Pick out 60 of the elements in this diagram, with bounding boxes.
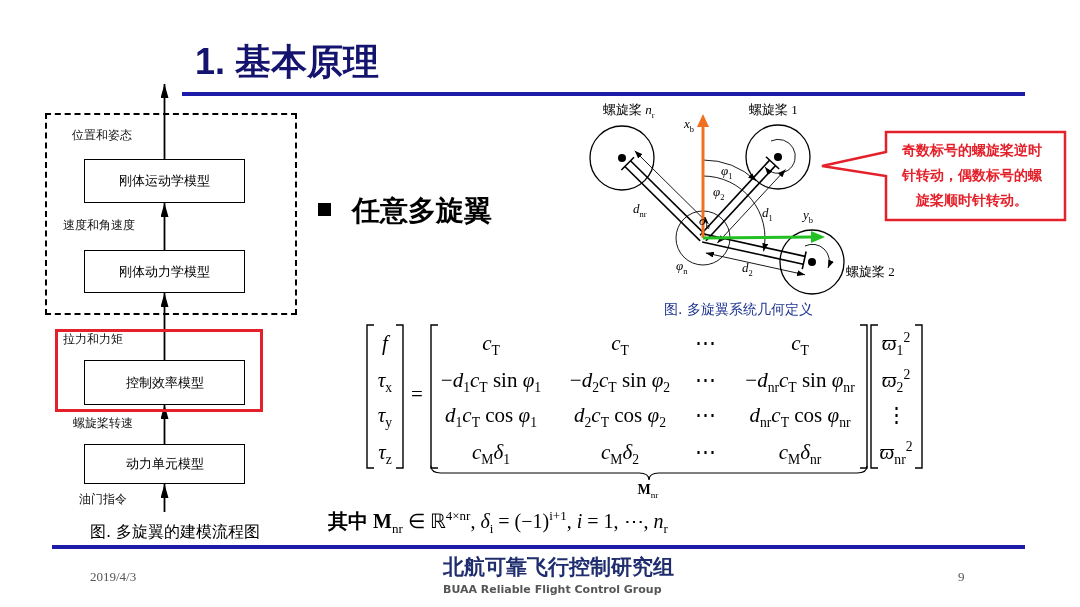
matrix-entry: −d$_{1}$c$_{T}$ sin φ$_{1}$ xyxy=(440,367,542,393)
matrix-entry: d$_{2}$c$_{T}$ cos φ$_{2}$ xyxy=(574,402,666,428)
axis-label: y$_{b}$ xyxy=(803,207,813,223)
matrix-entry: c$_{M}$δ$_{1}$ xyxy=(471,439,511,465)
equation-note: 其中 M$_{nr}$ ∈ ℝ$^{4×nr}$, δ$_{i}$ = (−1)$^{i+1}$, i = 1, ⋯, n$_{r}$ xyxy=(328,508,668,535)
signal-label: 速度和角速度 xyxy=(63,217,135,234)
vector-entry: ⋮ xyxy=(885,402,907,428)
figure-caption: 图. 多旋翼系统几何定义 xyxy=(664,301,813,319)
process-box: 控制效率模型 xyxy=(84,360,245,405)
process-box: 刚体动力学模型 xyxy=(84,250,245,293)
highlight-frame xyxy=(55,329,263,412)
matrix-entry: ⋯ xyxy=(694,330,716,356)
angle-label: φ$_{n}$ xyxy=(676,258,688,274)
arrow xyxy=(160,202,169,251)
vector-entry: f xyxy=(382,330,388,356)
arrow xyxy=(160,404,169,445)
slide-title: 1. 基本原理 xyxy=(195,40,380,84)
matrix-entry: c$_{T}$ xyxy=(611,330,629,356)
vector-entry: τ$_{x}$ xyxy=(377,367,393,393)
matrix-entry: c$_{M}$δ$_{nr}$ xyxy=(778,439,822,465)
vector-entry: τ$_{y}$ xyxy=(377,402,393,428)
distance-label: d$_{2}$ xyxy=(742,260,753,276)
matrix-entry: d$_{1}$c$_{T}$ cos φ$_{1}$ xyxy=(445,402,537,428)
matrix-entry: c$_{T}$ xyxy=(482,330,500,356)
propeller-label: 螺旋桨 n$_{r}$ xyxy=(603,101,655,119)
process-box: 刚体运动学模型 xyxy=(84,159,245,203)
signal-label: 油门指令 xyxy=(79,491,127,508)
axis-label: x$_{b}$ xyxy=(684,116,694,132)
equals-sign: = xyxy=(411,381,423,407)
vector-entry: τ$_{z}$ xyxy=(378,439,392,465)
dashed-frame xyxy=(45,113,297,315)
brace-label: M$_{nr}$ xyxy=(637,481,659,499)
slide-date: 2019/4/3 xyxy=(90,569,137,585)
section-heading: 任意多旋翼 xyxy=(352,194,492,228)
angle-label: φ$_{2}$ xyxy=(713,184,725,200)
matrix-entry: ⋯ xyxy=(694,402,716,428)
group-name: 北航可靠飞行控制研究组 xyxy=(443,554,674,581)
arrow xyxy=(160,83,169,160)
distance-label: d$_{1}$ xyxy=(762,205,773,221)
matrix-entry: c$_{M}$δ$_{2}$ xyxy=(600,439,640,465)
propeller-label: 螺旋桨 1 xyxy=(749,101,798,119)
page-number: 9 xyxy=(958,569,965,585)
callout-box: 奇数标号的螺旋桨逆时针转动，偶数标号的螺旋桨顺时针转动。 xyxy=(820,130,1067,222)
arrow xyxy=(160,292,169,361)
matrix-entry: ⋯ xyxy=(694,439,716,465)
figure-caption: 图. 多旋翼的建模流程图 xyxy=(90,522,261,543)
matrix-entry: ⋯ xyxy=(694,367,716,393)
signal-label: 拉力和力矩 xyxy=(63,331,123,348)
signal-label: 位置和姿态 xyxy=(72,127,132,144)
distance-label: d$_{nr}$ xyxy=(633,201,647,217)
matrix-entry: −d$_{nr}$c$_{T}$ sin φ$_{nr}$ xyxy=(745,367,855,393)
group-name-english: BUAA Reliable Flight Control Group xyxy=(443,583,662,596)
matrix-entry: −d$_{2}$c$_{T}$ sin φ$_{2}$ xyxy=(569,367,671,393)
angle-label: φ$_{1}$ xyxy=(721,163,733,179)
process-box: 动力单元模型 xyxy=(84,444,245,484)
matrix-entry: d$_{nr}$c$_{T}$ cos φ$_{nr}$ xyxy=(749,402,851,428)
arrow xyxy=(160,483,169,513)
signal-label: 螺旋桨转速 xyxy=(73,415,133,432)
matrix-entry: c$_{T}$ xyxy=(791,330,809,356)
propeller-label: 螺旋桨 2 xyxy=(846,263,895,281)
